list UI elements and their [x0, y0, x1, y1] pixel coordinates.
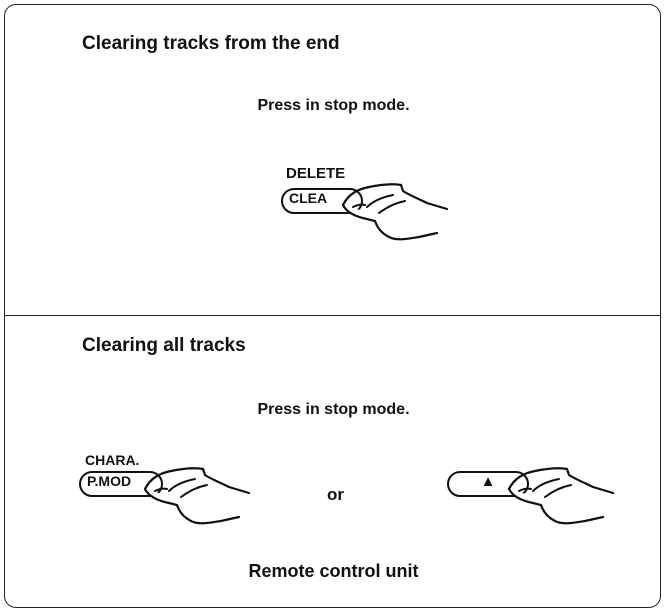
section-heading-clear-from-end: Clearing tracks from the end	[82, 33, 340, 54]
section-divider	[5, 315, 660, 316]
pointing-hand-icon	[507, 467, 615, 525]
clear-button-label: CLEA	[289, 190, 328, 206]
section-heading-clear-all: Clearing all tracks	[82, 335, 246, 356]
pointing-hand-icon	[341, 183, 449, 241]
or-separator: or	[327, 485, 344, 504]
remote-control-caption: Remote control unit	[248, 561, 419, 581]
pointing-hand-icon	[143, 467, 251, 525]
instruction-text: Press in stop mode.	[257, 401, 410, 418]
p-mode-button-label: P.MOD	[87, 473, 132, 489]
instruction-text: Press in stop mode.	[257, 97, 410, 114]
delete-label: DELETE	[286, 165, 346, 182]
eject-icon: ▲	[480, 473, 496, 490]
chara-label: CHARA.	[85, 452, 140, 468]
instruction-panel: Clearing tracks from the end Press in st…	[4, 4, 661, 608]
